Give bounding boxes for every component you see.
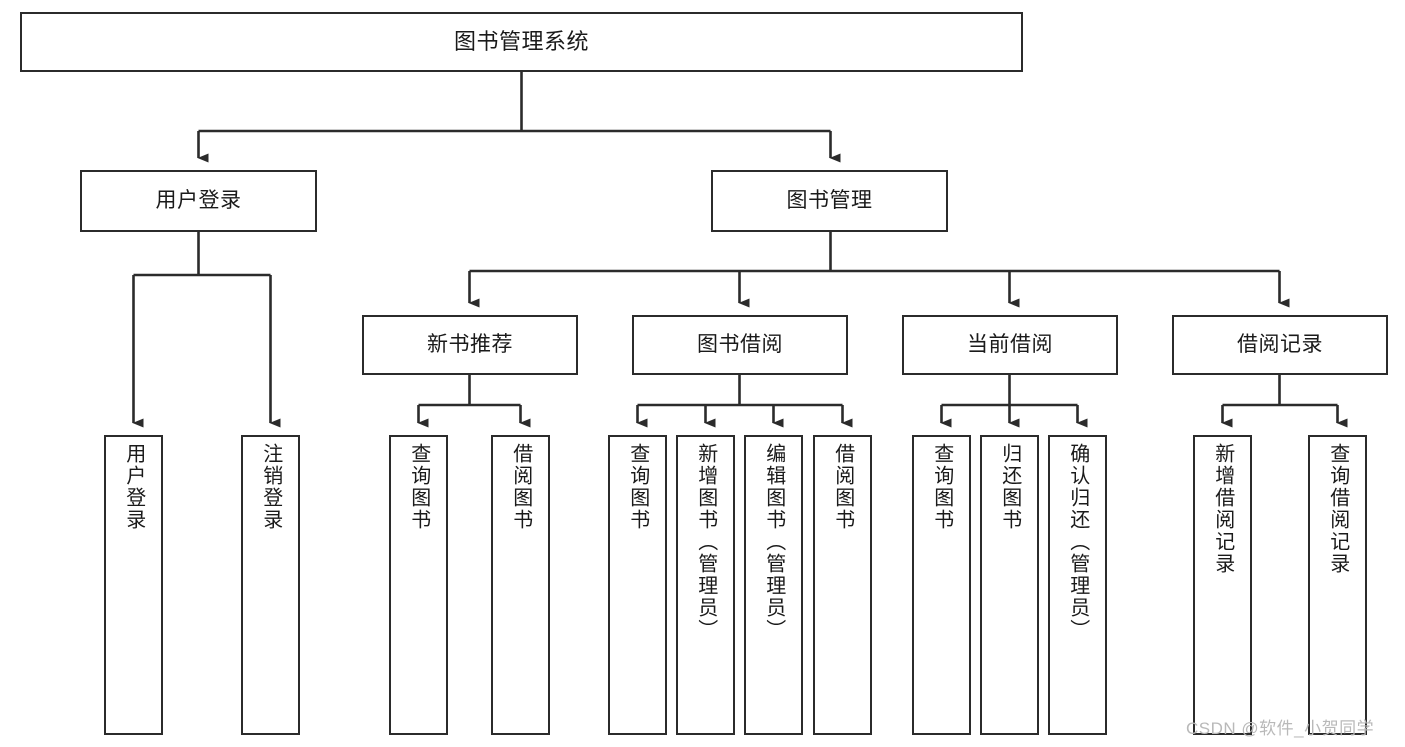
node-leaf-user-login[interactable]: 用户登录 bbox=[104, 435, 163, 735]
csdn-watermark: CSDN @软件_小贺同学 bbox=[1186, 719, 1375, 738]
node-leaf-bb-edit-book[interactable]: 编辑图书（管理员） bbox=[744, 435, 803, 735]
node-leaf-br-query-record-label: 查询借阅记录 bbox=[1326, 443, 1349, 575]
node-book-borrow-label: 图书借阅 bbox=[697, 332, 783, 356]
node-leaf-bb-add-book-label: 新增图书（管理员） bbox=[694, 443, 717, 641]
node-leaf-br-add-record-label: 新增借阅记录 bbox=[1211, 443, 1234, 575]
node-leaf-cb-return-book[interactable]: 归还图书 bbox=[980, 435, 1039, 735]
node-leaf-bb-query-book-label: 查询图书 bbox=[626, 443, 649, 531]
node-leaf-br-add-record[interactable]: 新增借阅记录 bbox=[1193, 435, 1252, 735]
node-root-system[interactable]: 图书管理系统 bbox=[20, 12, 1023, 72]
node-leaf-cb-query-book[interactable]: 查询图书 bbox=[912, 435, 971, 735]
node-leaf-bb-borrow-book[interactable]: 借阅图书 bbox=[813, 435, 872, 735]
node-leaf-bb-borrow-book-label: 借阅图书 bbox=[831, 443, 854, 531]
node-leaf-cb-query-book-label: 查询图书 bbox=[930, 443, 953, 531]
node-leaf-cb-confirm-return-label: 确认归还（管理员） bbox=[1066, 443, 1089, 641]
node-leaf-cb-return-book-label: 归还图书 bbox=[998, 443, 1021, 531]
node-leaf-nb-borrow-book-label: 借阅图书 bbox=[509, 443, 532, 531]
node-leaf-logout[interactable]: 注销登录 bbox=[241, 435, 300, 735]
node-user-login-label: 用户登录 bbox=[155, 188, 242, 212]
node-leaf-nb-query-book[interactable]: 查询图书 bbox=[389, 435, 448, 735]
node-user-login[interactable]: 用户登录 bbox=[80, 170, 317, 232]
node-new-book-recommend-label: 新书推荐 bbox=[427, 332, 513, 356]
node-leaf-cb-confirm-return[interactable]: 确认归还（管理员） bbox=[1048, 435, 1107, 735]
node-new-book-recommend[interactable]: 新书推荐 bbox=[362, 315, 578, 375]
node-borrow-record-label: 借阅记录 bbox=[1237, 332, 1323, 356]
node-book-management[interactable]: 图书管理 bbox=[711, 170, 948, 232]
node-leaf-nb-query-book-label: 查询图书 bbox=[407, 443, 430, 531]
node-current-borrow[interactable]: 当前借阅 bbox=[902, 315, 1118, 375]
node-root-system-label: 图书管理系统 bbox=[453, 29, 589, 55]
node-current-borrow-label: 当前借阅 bbox=[967, 332, 1053, 356]
node-book-management-label: 图书管理 bbox=[786, 188, 873, 212]
node-leaf-bb-add-book[interactable]: 新增图书（管理员） bbox=[676, 435, 735, 735]
node-leaf-br-query-record[interactable]: 查询借阅记录 bbox=[1308, 435, 1367, 735]
node-book-borrow[interactable]: 图书借阅 bbox=[632, 315, 848, 375]
node-leaf-user-login-label: 用户登录 bbox=[122, 443, 145, 531]
node-leaf-bb-edit-book-label: 编辑图书（管理员） bbox=[762, 443, 785, 641]
node-leaf-nb-borrow-book[interactable]: 借阅图书 bbox=[491, 435, 550, 735]
node-leaf-logout-label: 注销登录 bbox=[259, 443, 282, 531]
node-leaf-bb-query-book[interactable]: 查询图书 bbox=[608, 435, 667, 735]
node-borrow-record[interactable]: 借阅记录 bbox=[1172, 315, 1388, 375]
